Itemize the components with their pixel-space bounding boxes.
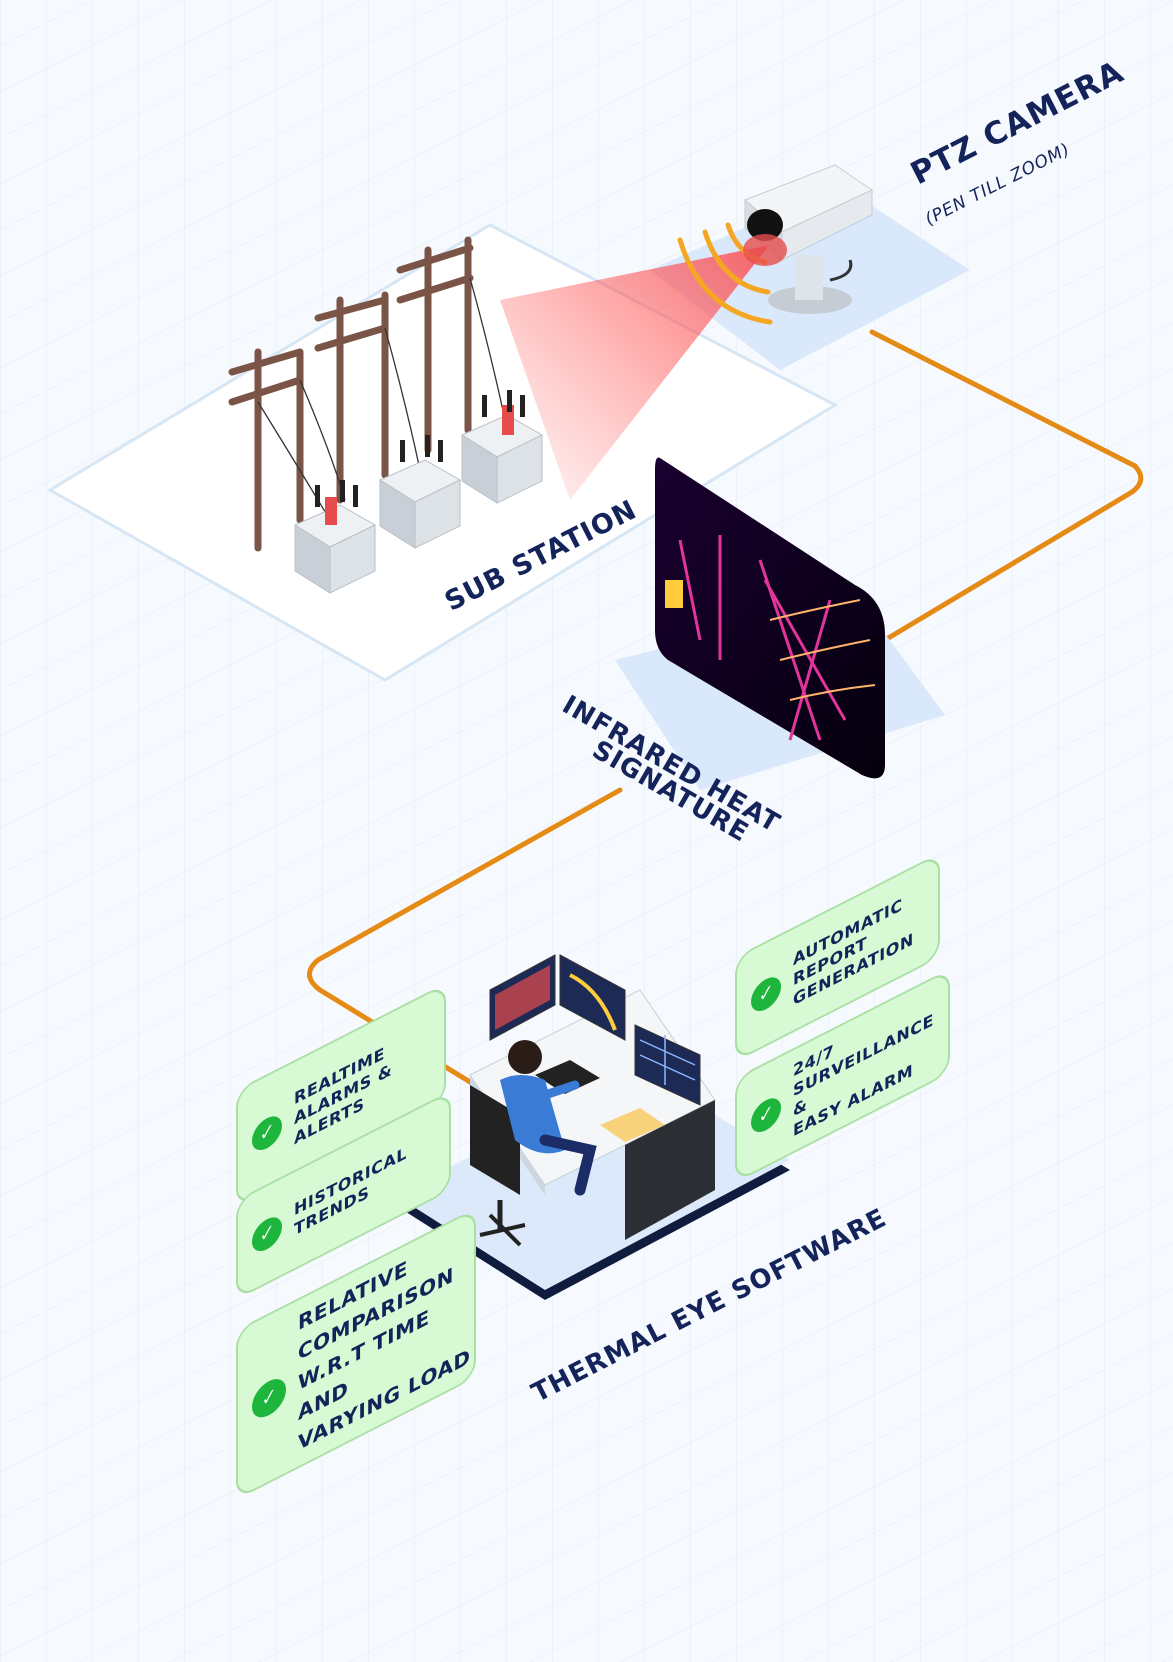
thermal-image-screen bbox=[655, 457, 885, 779]
transformers bbox=[293, 390, 544, 594]
check-icon: ✓ bbox=[252, 1372, 286, 1424]
check-icon: ✓ bbox=[751, 1092, 781, 1138]
ptz-camera-icon bbox=[743, 164, 874, 314]
connector-lines bbox=[307, 329, 1144, 1088]
utility-poles bbox=[228, 236, 474, 552]
power-wires bbox=[257, 277, 506, 521]
check-icon: ✓ bbox=[252, 1211, 282, 1257]
operator-person bbox=[470, 1040, 597, 1247]
check-icon: ✓ bbox=[751, 971, 781, 1017]
check-icon: ✓ bbox=[252, 1110, 282, 1156]
